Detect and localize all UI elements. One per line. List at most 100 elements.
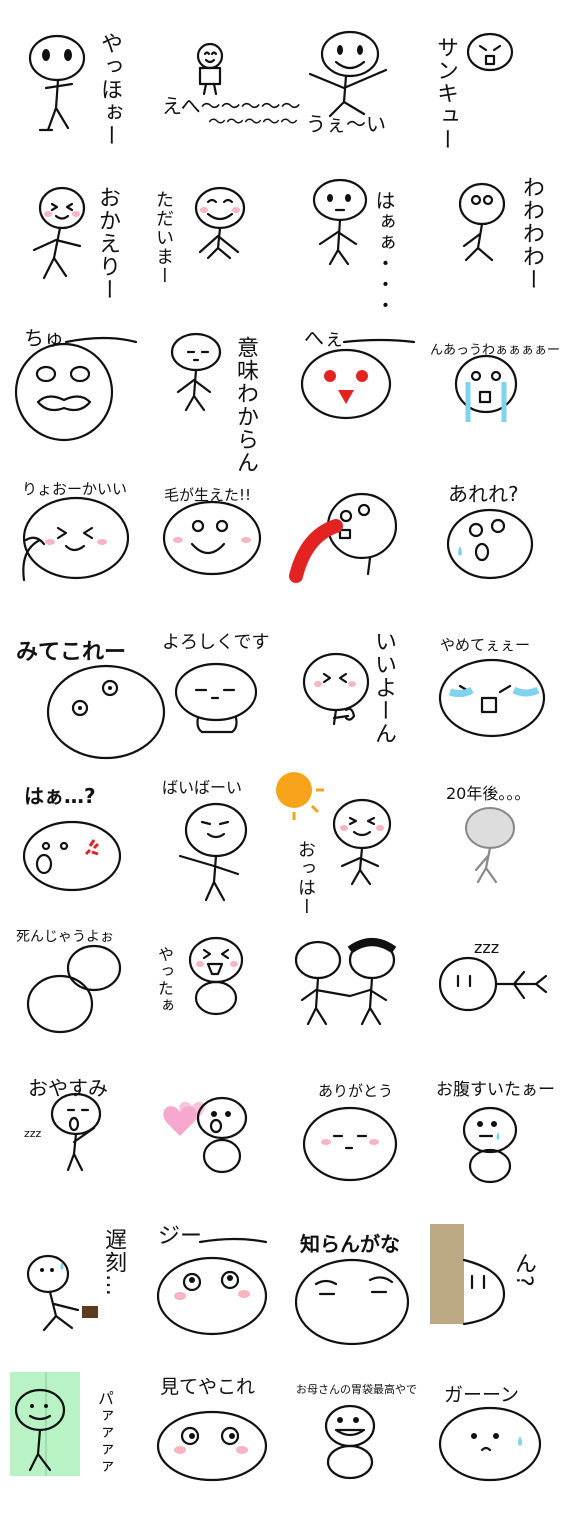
sticker-okaeri-drawing <box>32 186 86 280</box>
sticker-naki-drawing <box>454 354 518 422</box>
sticker-shiran-drawing <box>294 1258 410 1346</box>
caption: ちゅ <box>24 326 64 350</box>
sticker-chikoku[interactable]: 遅刻… <box>10 1220 150 1370</box>
sticker-onaka-drawing <box>462 1106 518 1184</box>
sticker-imi[interactable]: 意味わからん <box>150 320 290 474</box>
sticker-20nen[interactable]: 20年後。。。 <box>430 770 562 920</box>
sticker-onaka[interactable]: お腹すいたぁー <box>430 1070 562 1220</box>
sticker-miteyakore[interactable]: 見てやこれ <box>150 1370 290 1520</box>
sticker-kami[interactable]: 毛が生えた!! <box>150 470 290 620</box>
sticker-ryokai-drawing <box>22 496 130 582</box>
caption: ガーーン <box>444 1384 520 1406</box>
sticker-hee-drawing <box>300 338 416 420</box>
sticker-oyasumi-drawing <box>50 1092 102 1172</box>
sticker-ehe-drawing <box>196 42 224 96</box>
sticker-yamete-drawing <box>438 658 546 738</box>
caption: 遅刻… <box>101 1228 126 1297</box>
caption: はぁ…? <box>24 784 96 808</box>
sticker-bye-drawing <box>178 802 248 902</box>
sticker-imi-drawing <box>170 332 222 412</box>
sticker-ohha-drawing <box>276 772 392 886</box>
sticker-chu[interactable]: ちゅ <box>10 320 150 470</box>
sticker-tadaima[interactable]: ただいまー <box>150 160 290 310</box>
sticker-n-drawing <box>430 1224 506 1326</box>
sticker-haa[interactable]: はぁぁ・・・ <box>290 160 430 316</box>
sticker-yahho-drawing <box>28 34 86 132</box>
sticker-iiyo[interactable]: いいよーん <box>290 620 430 770</box>
sticker-oyasumi[interactable]: おやすみ zzz <box>10 1070 150 1220</box>
sticker-kami-drawing <box>162 500 262 576</box>
caption: zzz <box>474 938 500 957</box>
sticker-love[interactable] <box>150 1070 290 1220</box>
sticker-n[interactable]: ん? <box>430 1220 562 1370</box>
sticker-gaan[interactable]: ガーーン <box>430 1370 562 1520</box>
sticker-iiyo-drawing <box>302 652 370 726</box>
caption: やっほぉー <box>97 32 122 147</box>
sticker-friends[interactable] <box>290 920 430 1070</box>
sticker-yatta-drawing <box>188 936 244 1016</box>
caption: ただいまー <box>153 190 174 285</box>
caption: ありがとう <box>318 1082 394 1100</box>
caption: 意味わからん <box>233 336 258 474</box>
sticker-jii[interactable]: ジー <box>150 1220 290 1370</box>
sticker-wawa[interactable]: わわわわー <box>430 160 562 310</box>
caption: みてこれー <box>16 640 127 665</box>
sticker-okaasan[interactable]: お母さんの胃袋最高やで <box>290 1370 430 1520</box>
sticker-hanaji[interactable] <box>289 470 430 620</box>
sticker-shiran[interactable]: 知らんがな <box>290 1220 430 1370</box>
sticker-friends-drawing <box>294 938 397 1026</box>
sticker-hanaji-drawing <box>289 492 398 583</box>
caption: 20年後。。。 <box>446 784 531 803</box>
sticker-chu-drawing <box>14 336 138 442</box>
sticker-yamete[interactable]: やめてぇぇー <box>430 620 562 770</box>
caption: 毛が生えた!! <box>164 486 252 504</box>
caption: んあっうわぁぁぁぁー <box>430 343 561 358</box>
sticker-ue[interactable]: うぇ〜い <box>290 10 430 160</box>
caption-wave: 〜〜〜〜〜 <box>208 112 298 133</box>
sticker-zzz[interactable]: zzz <box>430 920 562 1070</box>
caption: 知らんがな <box>300 1232 400 1256</box>
sticker-mite[interactable]: みてこれー <box>10 620 166 770</box>
caption: よろしくです <box>162 632 270 653</box>
caption: おかえりー <box>95 186 120 301</box>
sticker-haa-drawing <box>312 178 368 266</box>
sticker-ryokai[interactable]: りょおーかいい <box>10 470 150 620</box>
sticker-ohha[interactable]: おっはー <box>276 770 430 920</box>
sticker-bye[interactable]: ばいばーい <box>150 770 290 920</box>
sticker-okaeri[interactable]: おかえりー <box>10 160 150 310</box>
sticker-jii-drawing <box>156 1237 268 1336</box>
sticker-hee[interactable]: へぇ <box>290 320 430 470</box>
sticker-yoroshiku[interactable]: よろしくです <box>150 620 290 770</box>
sticker-wawa-drawing <box>458 182 506 262</box>
sticker-thanks-drawing <box>466 32 514 72</box>
caption: ばいばーい <box>162 778 243 797</box>
caption: パァァァァ <box>95 1390 114 1475</box>
sticker-naki[interactable]: んあっうわぁぁぁぁー <box>430 320 562 470</box>
sticker-haa2-drawing <box>22 820 122 892</box>
sticker-love-drawing <box>163 1096 248 1174</box>
sticker-yahho[interactable]: やっほぉー <box>10 10 150 160</box>
caption: わわわわー <box>519 176 544 291</box>
sticker-shinu[interactable]: 死んじゃうよぉ <box>10 920 150 1070</box>
sticker-haa2[interactable]: はぁ…? <box>10 770 150 920</box>
sticker-arere-drawing <box>446 508 534 580</box>
caption: はぁぁ・・・ <box>372 190 396 316</box>
sticker-ue-drawing <box>308 30 388 118</box>
sticker-arere[interactable]: あれれ? <box>430 470 562 620</box>
sticker-shinu-drawing <box>26 944 122 1034</box>
caption: 見てやこれ <box>160 1376 256 1398</box>
sticker-arigato[interactable]: ありがとう <box>290 1070 430 1220</box>
sticker-thanks[interactable]: サンキュー <box>430 10 562 160</box>
caption: サンキュー <box>433 36 458 151</box>
sticker-yoroshiku-drawing <box>174 662 258 734</box>
sticker-ehe[interactable]: えへ〜〜〜〜〜 〜〜〜〜〜 <box>150 10 301 160</box>
caption: あれれ? <box>448 482 519 506</box>
caption: えへ〜〜〜〜〜 <box>162 94 301 118</box>
sticker-yatta[interactable]: やったぁ <box>150 920 290 1070</box>
caption: おっはー <box>295 840 316 916</box>
caption: やめてぇぇー <box>440 636 531 654</box>
sticker-pa[interactable]: パァァァァ <box>10 1370 150 1520</box>
caption: へぇ <box>304 326 344 350</box>
caption: ジー <box>158 1224 203 1249</box>
sticker-zzz-drawing <box>438 956 548 1012</box>
